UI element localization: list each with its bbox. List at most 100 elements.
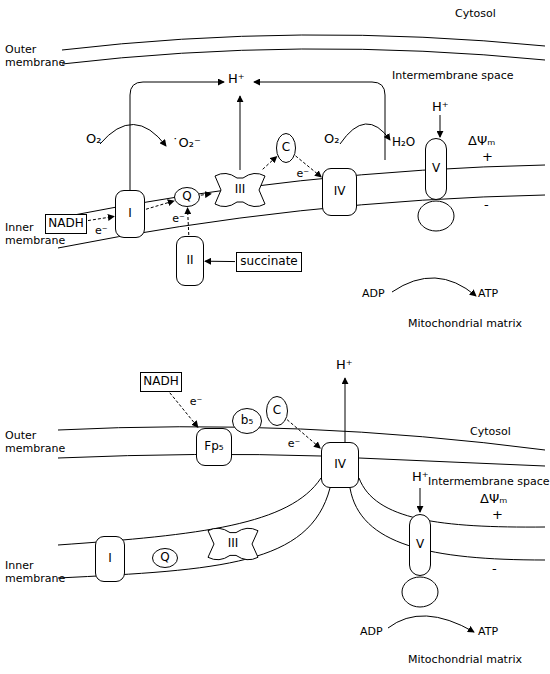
annotation-label: ΔΨₘ <box>480 492 507 507</box>
dimer-outline <box>208 528 258 559</box>
carrier-ellipse: Q <box>152 548 178 568</box>
annotation-label: Outer membrane <box>5 430 65 455</box>
ellipse-outline <box>175 188 200 207</box>
outer-membrane-line <box>58 454 321 458</box>
oxygen-reduction-arrow <box>340 124 390 144</box>
carrier-ellipse: b₅ <box>232 408 262 434</box>
annotation-label: Intermembrane space <box>392 70 514 83</box>
inner-membrane-line <box>350 488 545 560</box>
annotation-label: Cytosol <box>455 8 496 21</box>
substrate-box: NADH <box>140 372 182 392</box>
substrate-box: NADH <box>45 214 87 234</box>
annotation-label: Mitochondrial matrix <box>408 654 522 667</box>
node-label: succinate <box>240 255 297 268</box>
outer-membrane-line <box>359 458 545 466</box>
node-label: Q <box>160 551 169 564</box>
complex-box: IV <box>321 442 359 488</box>
annotation-label: H₂O <box>392 136 415 150</box>
annotation-label: Intermembrane space <box>428 476 550 489</box>
node-label: V <box>416 538 424 551</box>
annotation-label: H⁺ <box>412 470 429 485</box>
edge-label: e⁻ <box>95 225 108 237</box>
annotation-label: ATP <box>478 626 498 639</box>
ellipse-outline <box>233 409 262 434</box>
complex-box: IV <box>322 168 357 216</box>
atp-synthase-head <box>418 201 454 231</box>
annotation-label: Outer membrane <box>5 44 65 69</box>
edge-label: e⁻ <box>172 213 185 225</box>
dimer-outline <box>215 173 265 206</box>
electron-flow-arrow <box>287 420 320 448</box>
reductase-box: Fp₅ <box>196 428 232 466</box>
annotation-label: O₂ <box>86 132 101 147</box>
annotation-label: ADP <box>362 288 385 301</box>
node-label: Fp₅ <box>204 440 223 453</box>
node-label: C <box>273 404 281 417</box>
annotation-label: ADP <box>360 626 383 639</box>
proton-inflow-arrow <box>420 488 421 512</box>
annotation-label: ΔΨₘ <box>468 134 495 149</box>
complex-box: II <box>176 236 204 286</box>
superoxide-arrow <box>100 124 166 146</box>
complex-box: I <box>115 190 145 238</box>
atp-synthase-stalk: V <box>409 514 431 576</box>
ellipse-outline <box>277 134 296 163</box>
annotation-label: + <box>482 150 493 165</box>
carrier-ellipse: C <box>276 133 296 163</box>
atp-synthesis-arrow <box>392 278 476 296</box>
complex-box: I <box>95 536 125 582</box>
node-label: IV <box>334 185 346 198</box>
electron-flow-arrow <box>170 393 198 427</box>
annotation-label: H⁺ <box>432 100 449 115</box>
edge-label: e⁻ <box>190 396 203 408</box>
outer-membrane-line <box>62 35 545 50</box>
node-label: V <box>432 162 440 175</box>
electron-flow-arrow <box>188 208 189 235</box>
ellipse-outline <box>267 397 288 426</box>
node-label: III <box>228 537 239 550</box>
carrier-ellipse: Q <box>174 187 200 207</box>
electron-flow-arrow <box>146 201 174 209</box>
electron-flow-arrow <box>88 216 114 220</box>
outer-membrane-line <box>58 427 545 450</box>
carrier-ellipse: C <box>266 396 288 426</box>
outer-membrane-line <box>62 49 545 64</box>
node-label: b₅ <box>241 414 253 427</box>
annotation-label: ATP <box>478 288 498 301</box>
annotation-label: - <box>484 198 489 213</box>
annotation-label: H⁺ <box>336 358 353 373</box>
annotation-label: ˙O₂⁻ <box>172 136 201 151</box>
electron-flow-arrow <box>263 156 277 169</box>
node-label: Q <box>182 190 191 203</box>
node-label: IV <box>334 458 346 471</box>
proton-inflow-arrow <box>440 115 441 137</box>
proton-pump-arrow <box>130 82 224 190</box>
inner-membrane-line <box>58 478 321 545</box>
annotation-label: Inner membrane <box>5 222 65 247</box>
node-label: I <box>128 207 132 220</box>
annotation-label: O₂ <box>324 132 339 147</box>
complex-dimer: III <box>205 525 261 563</box>
atp-synthesis-arrow <box>388 616 474 632</box>
annotation-label: H⁺ <box>228 72 245 87</box>
node-label: II <box>186 254 193 267</box>
node-label: NADH <box>48 217 83 230</box>
node-label: C <box>282 141 290 154</box>
annotation-label: Mitochondrial matrix <box>408 318 522 331</box>
annotation-label: + <box>492 508 503 523</box>
node-label: I <box>108 552 112 565</box>
proton-pump-arrow <box>345 378 346 442</box>
node-label: NADH <box>143 375 178 388</box>
electron-flow-arrow <box>296 156 322 177</box>
atp-synthase-head <box>402 577 438 607</box>
electron-flow-arrow <box>201 194 211 195</box>
annotation-label: Cytosol <box>470 426 511 439</box>
node-label: III <box>235 183 246 196</box>
complex-dimer: III <box>212 170 268 210</box>
edge-label: e⁻ <box>296 168 309 180</box>
proton-pump-arrow <box>254 82 385 160</box>
ellipse-outline <box>153 549 178 568</box>
